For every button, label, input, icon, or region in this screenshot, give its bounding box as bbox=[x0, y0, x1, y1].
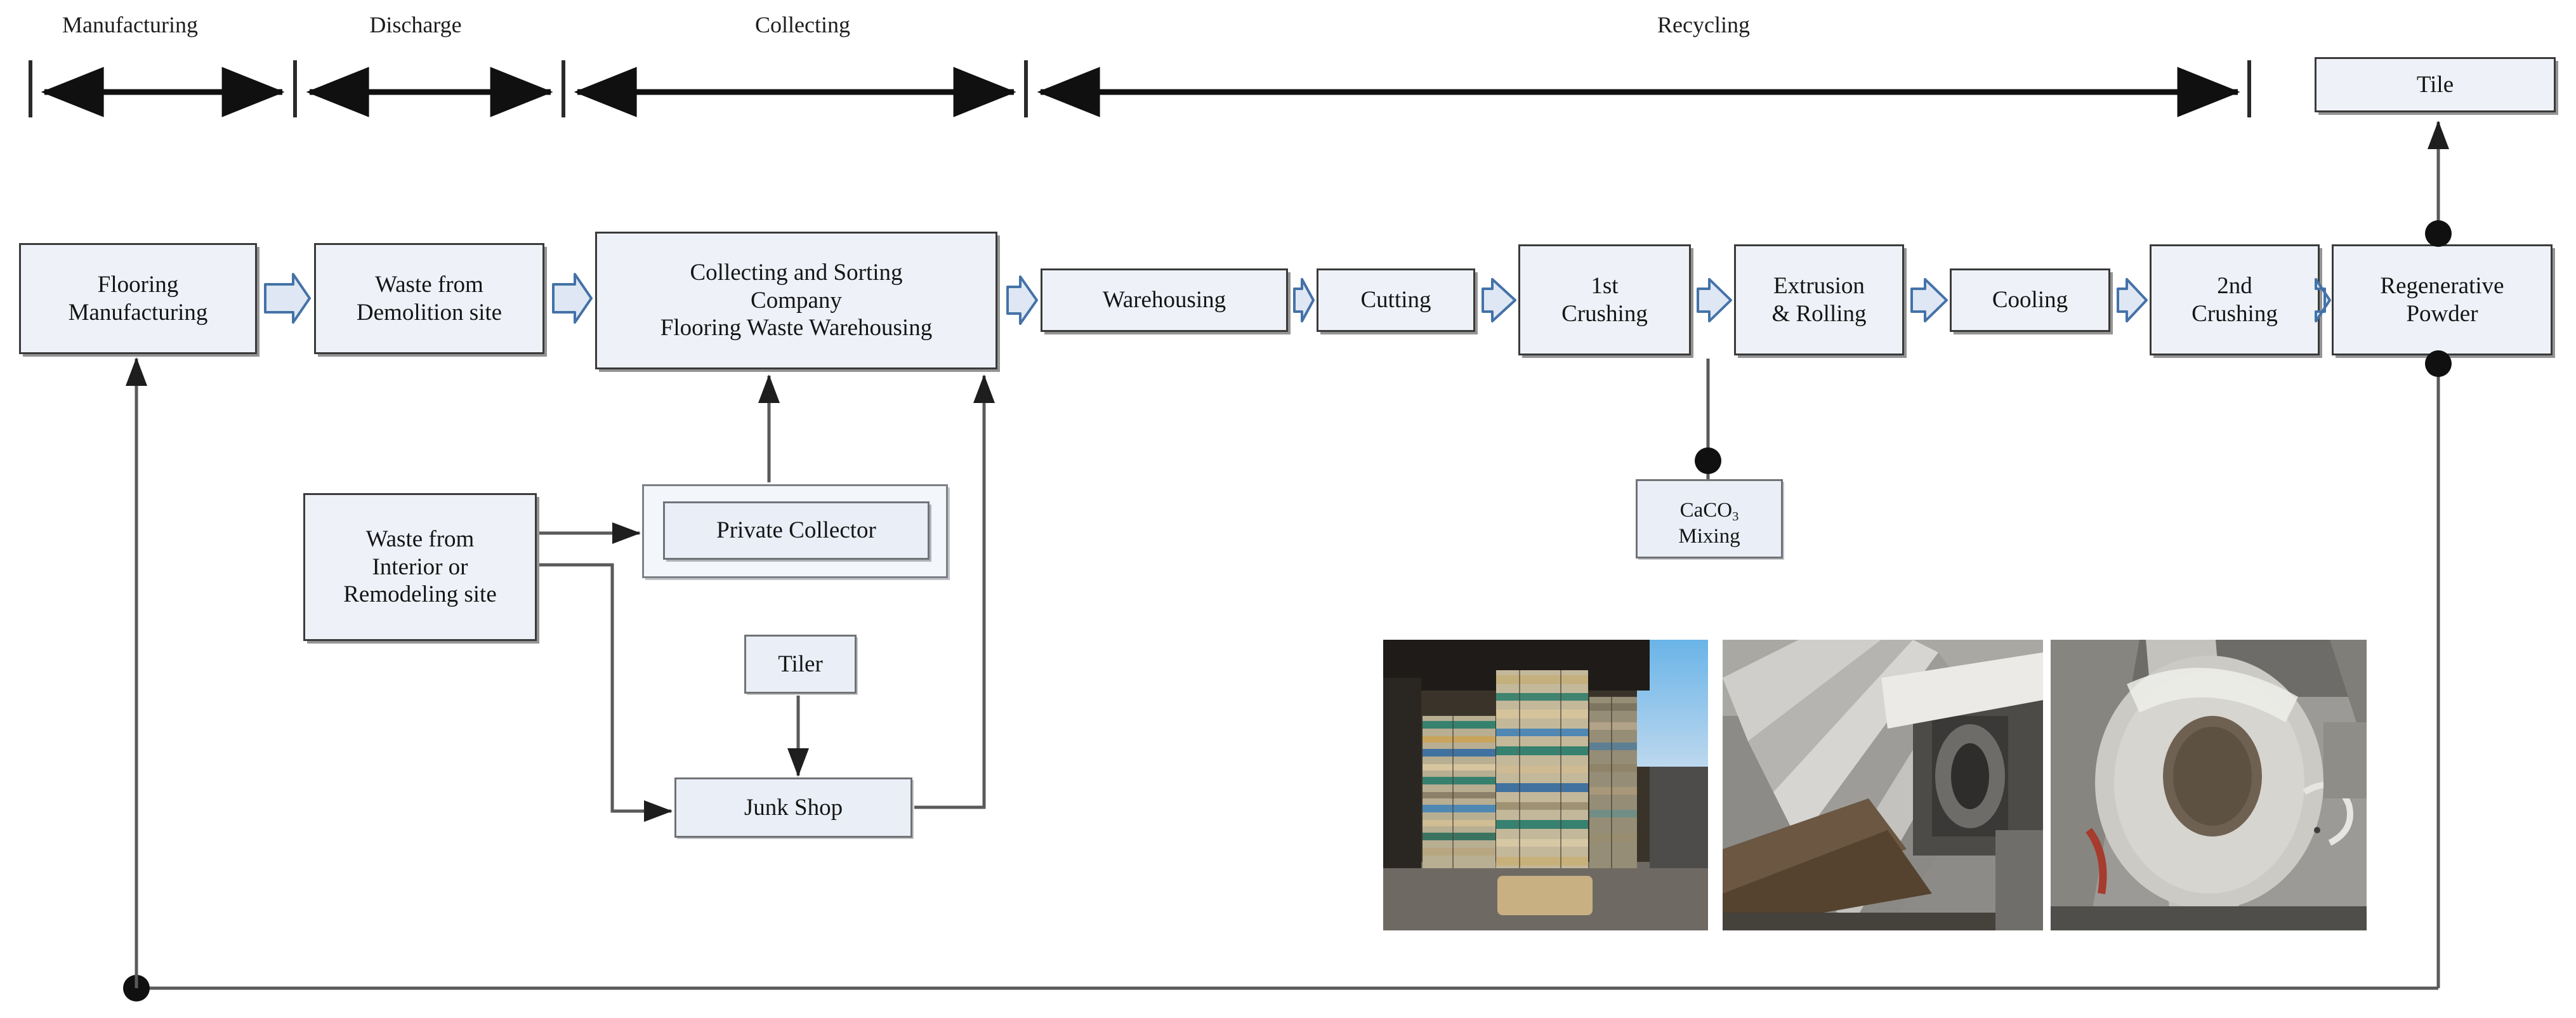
node-extrusion-rolling[interactable]: Extrusion & Rolling bbox=[1734, 244, 1904, 355]
node-private-collector-label: Private Collector bbox=[716, 517, 876, 544]
photo-baled-flooring-waste bbox=[1383, 640, 1708, 930]
node-collecting-sorting[interactable]: Collecting and Sorting Company Flooring … bbox=[595, 232, 997, 369]
connector-caco3-to-extrusion bbox=[1695, 359, 1721, 479]
node-regenerative-powder-label: Regenerative Powder bbox=[2380, 272, 2504, 327]
photo-rolling-drum bbox=[2051, 640, 2367, 930]
node-flooring-manufacturing-label: Flooring Manufacturing bbox=[68, 271, 208, 326]
node-extrusion-rolling-label: Extrusion & Rolling bbox=[1771, 272, 1867, 327]
node-private-collector[interactable]: Private Collector bbox=[663, 501, 930, 560]
node-regenerative-powder[interactable]: Regenerative Powder bbox=[2332, 244, 2553, 355]
node-first-crushing-label: 1st Crushing bbox=[1561, 272, 1648, 327]
node-second-crushing-label: 2nd Crushing bbox=[2192, 272, 2278, 327]
phase-label-collecting: Collecting bbox=[755, 12, 850, 37]
node-cutting[interactable]: Cutting bbox=[1317, 268, 1475, 332]
node-cooling-label: Cooling bbox=[1992, 287, 2068, 314]
node-tile[interactable]: Tile bbox=[2315, 57, 2556, 112]
phase-boundary-ticks bbox=[29, 60, 2251, 117]
phase-label-manufacturing: Manufacturing bbox=[62, 12, 198, 37]
node-waste-interior-label: Waste from Interior or Remodeling site bbox=[343, 526, 497, 608]
node-cutting-label: Cutting bbox=[1360, 287, 1431, 314]
node-collecting-sorting-label: Collecting and Sorting Company Flooring … bbox=[660, 260, 933, 341]
node-first-crushing[interactable]: 1st Crushing bbox=[1518, 244, 1691, 355]
node-second-crushing[interactable]: 2nd Crushing bbox=[2150, 244, 2320, 355]
node-junk-shop-label: Junk Shop bbox=[744, 794, 843, 821]
phase-label-discharge: Discharge bbox=[369, 12, 462, 37]
node-tile-label: Tile bbox=[2416, 71, 2454, 98]
node-flooring-manufacturing[interactable]: Flooring Manufacturing bbox=[19, 243, 257, 354]
connector-junk-shop-to-collecting bbox=[914, 374, 995, 809]
connector-interior-to-junk-shop bbox=[539, 563, 673, 822]
node-cooling[interactable]: Cooling bbox=[1950, 268, 2110, 332]
node-tiler-label: Tiler bbox=[778, 651, 823, 677]
node-waste-demolition-label: Waste from Demolition site bbox=[356, 271, 503, 326]
node-junk-shop[interactable]: Junk Shop bbox=[674, 777, 912, 838]
phase-label-recycling: Recycling bbox=[1657, 12, 1750, 37]
node-waste-interior[interactable]: Waste from Interior or Remodeling site bbox=[303, 493, 537, 641]
node-tiler[interactable]: Tiler bbox=[744, 635, 857, 694]
connector-powder-to-tile bbox=[2425, 121, 2452, 247]
node-warehousing[interactable]: Warehousing bbox=[1041, 268, 1288, 332]
node-waste-demolition[interactable]: Waste from Demolition site bbox=[314, 243, 544, 354]
node-warehousing-label: Warehousing bbox=[1102, 287, 1226, 314]
photo-extrusion-machinery bbox=[1723, 640, 2043, 930]
